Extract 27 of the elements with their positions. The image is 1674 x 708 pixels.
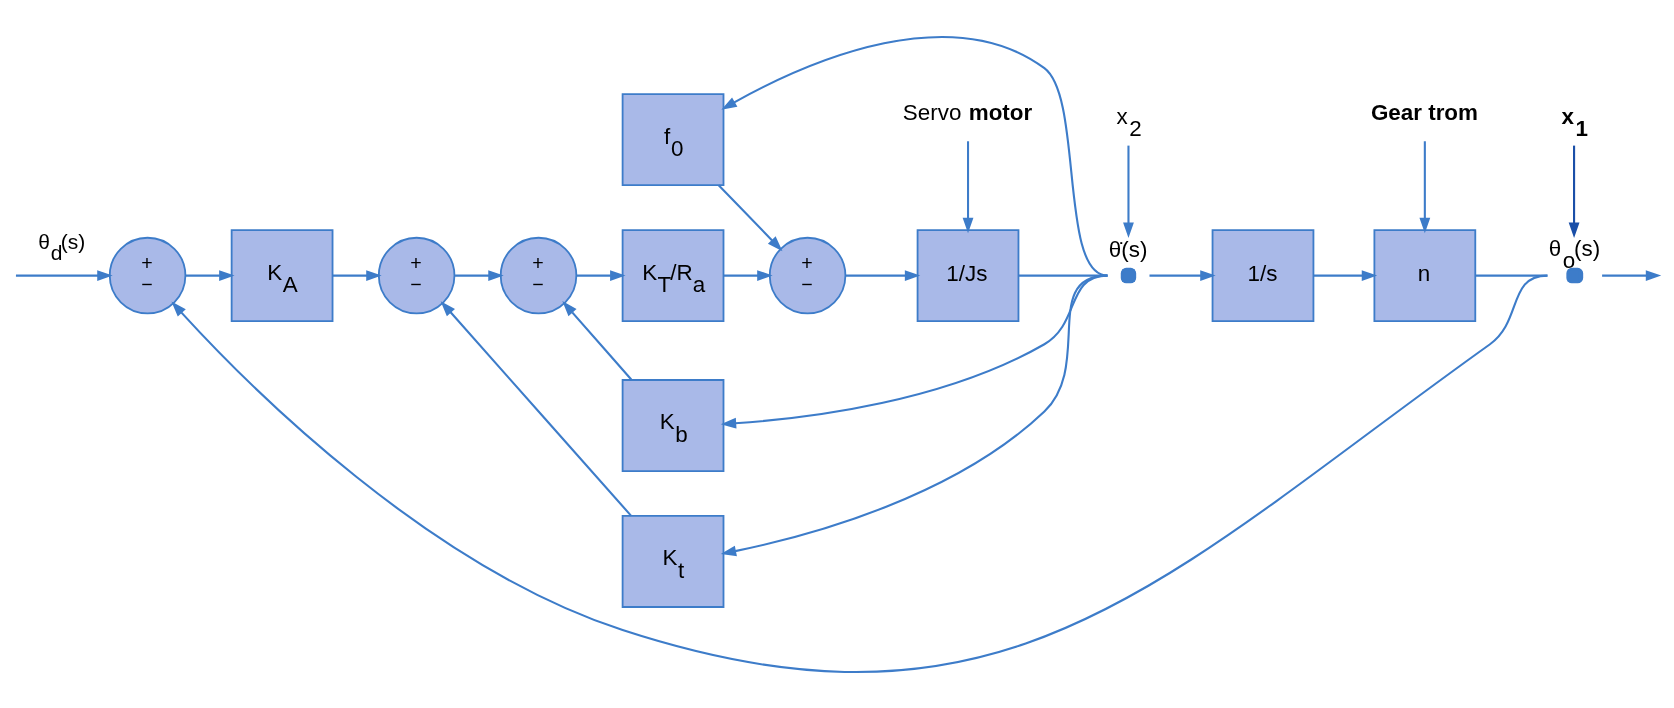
node-text: Servo motor [902, 99, 1033, 125]
arrow [721, 35, 1108, 277]
arrow [440, 300, 632, 516]
arrow [723, 269, 773, 281]
arrow [962, 140, 974, 233]
arrow [720, 274, 1108, 556]
arrow [576, 269, 626, 281]
node-circle: + − [108, 236, 187, 314]
arrow [1568, 145, 1580, 238]
arrow [15, 269, 113, 281]
arrow [717, 184, 783, 251]
arrow [1313, 269, 1378, 281]
node-text: Gear trom [1370, 99, 1478, 125]
node-box: n [1373, 228, 1477, 322]
arrow [1123, 145, 1134, 238]
arrow [562, 300, 633, 380]
arrow [845, 269, 921, 281]
arrow [185, 269, 235, 281]
arrow [455, 269, 504, 281]
arrow [332, 269, 382, 281]
node-box: 1/s [1211, 228, 1315, 322]
arrow [171, 274, 1548, 672]
arrow [1419, 140, 1431, 233]
node-label: θ̇(s) [1108, 236, 1148, 262]
arrow [1602, 269, 1662, 281]
node-box: 1/Js [916, 228, 1020, 322]
arrow [1149, 269, 1216, 281]
